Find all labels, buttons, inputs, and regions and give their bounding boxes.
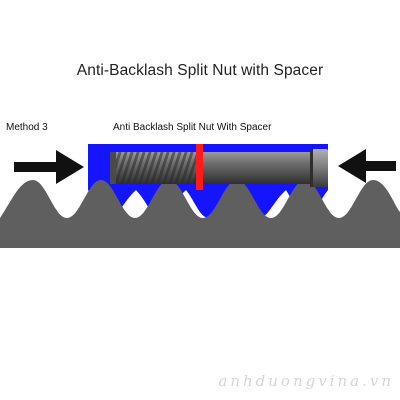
page-title: Anti-Backlash Split Nut with Spacer <box>76 62 324 79</box>
method-label: Method 3 <box>6 122 48 133</box>
rod-threads <box>110 152 198 184</box>
spacer <box>196 144 203 190</box>
rack <box>0 180 400 248</box>
rod-cap <box>310 149 328 187</box>
rod-cap-edge <box>310 149 313 187</box>
arrow-left-icon <box>338 149 396 183</box>
rod-end <box>110 152 116 184</box>
arrow-right-icon <box>14 150 84 184</box>
watermark: anhduongvina.vn <box>218 372 394 390</box>
diagram-label: Anti Backlash Split Nut With Spacer <box>113 122 272 133</box>
